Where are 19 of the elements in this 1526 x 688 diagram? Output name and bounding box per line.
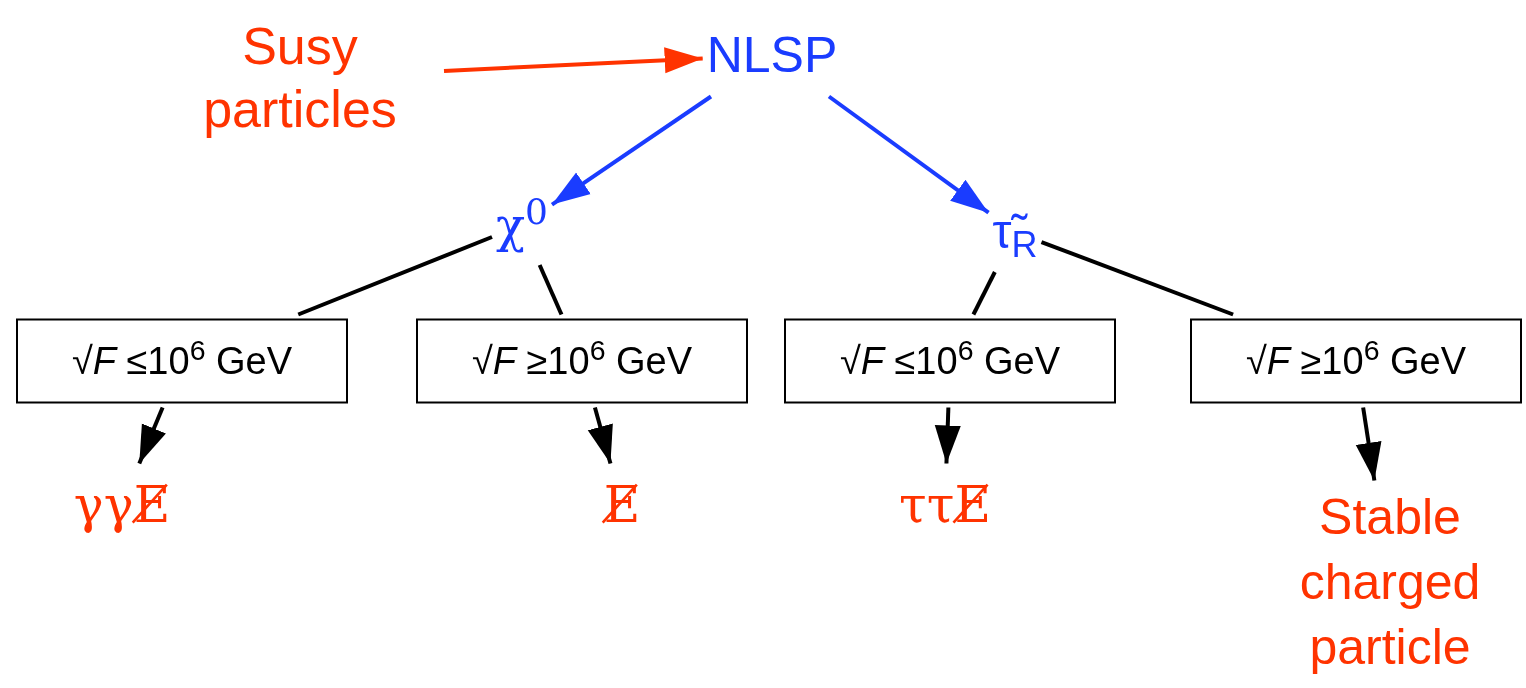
- particle-label: χ$^{0}$: [496, 189, 548, 261]
- particle-label: NLSP: [706, 17, 838, 93]
- condition-box: √F ≥10$^{6}$ GeV: [1190, 318, 1522, 404]
- arrow: [443, 47, 703, 74]
- particle-label: τ̃$_{R}$: [992, 196, 1038, 268]
- decay-label: E̸: [603, 467, 641, 543]
- source-label: Susy particles: [160, 14, 440, 142]
- arrow: [827, 94, 990, 215]
- arrow: [934, 407, 961, 464]
- arrow: [587, 406, 613, 465]
- arrow: [1355, 407, 1382, 481]
- condition-box: √F ≥10$^{6}$ GeV: [416, 318, 748, 404]
- decay-label: γγE̸: [73, 467, 171, 543]
- arrow: [137, 406, 166, 465]
- result-label: Stable charged particle: [1260, 484, 1520, 680]
- decay-label: ττE̸: [899, 467, 991, 543]
- condition-box: √F ≤10$^{6}$ GeV: [16, 318, 348, 404]
- condition-box: √F ≤10$^{6}$ GeV: [784, 318, 1116, 404]
- arrow: [550, 94, 713, 207]
